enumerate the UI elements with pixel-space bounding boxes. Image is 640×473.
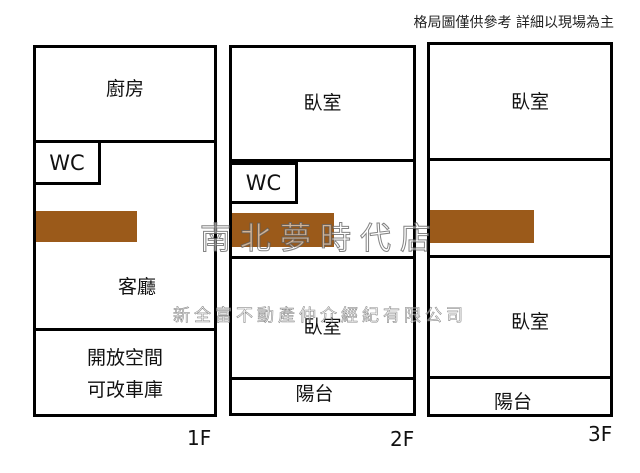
outer-wall	[33, 45, 217, 417]
divider-wall	[427, 376, 613, 379]
staircase	[430, 210, 534, 243]
room-label-balcony: 陽台	[493, 391, 532, 413]
room-label-bedroom: 臥室	[303, 92, 342, 114]
room-label-bedroom: 臥室	[303, 316, 342, 338]
staircase	[36, 211, 137, 242]
divider-wall	[33, 140, 217, 143]
room-label-bedroom: 臥室	[510, 311, 549, 333]
outer-wall	[229, 45, 416, 416]
room-label-line: 開放空間	[86, 347, 163, 369]
staircase	[232, 213, 334, 247]
wc-room: WC	[33, 140, 101, 185]
divider-wall	[33, 328, 217, 331]
divider-wall	[427, 158, 613, 161]
watermark-store-name: 南北夢時代店	[200, 221, 440, 258]
divider-wall	[229, 159, 416, 162]
room-label-bedroom: 臥室	[510, 91, 549, 113]
floor-level-label: 1F	[187, 426, 212, 450]
room-label-open-space: 開放空間 可改車庫	[33, 342, 217, 406]
divider-wall	[229, 256, 416, 259]
room-label-living-room: 客廳	[117, 276, 156, 298]
wc-room: WC	[229, 162, 298, 204]
disclaimer-note: 格局圖僅供參考 詳細以現場為主	[413, 15, 614, 31]
watermark-company-name: 新全富不動產仲介經紀有限公司	[173, 306, 467, 327]
room-label-balcony: 陽台	[295, 383, 334, 405]
floor-level-label: 2F	[390, 427, 415, 451]
floor-level-label: 3F	[588, 422, 613, 446]
divider-wall	[427, 255, 613, 258]
room-label-line: 可改車庫	[86, 379, 163, 401]
room-label-kitchen: 廚房	[105, 78, 144, 100]
outer-wall	[427, 42, 613, 417]
divider-wall	[229, 377, 416, 380]
